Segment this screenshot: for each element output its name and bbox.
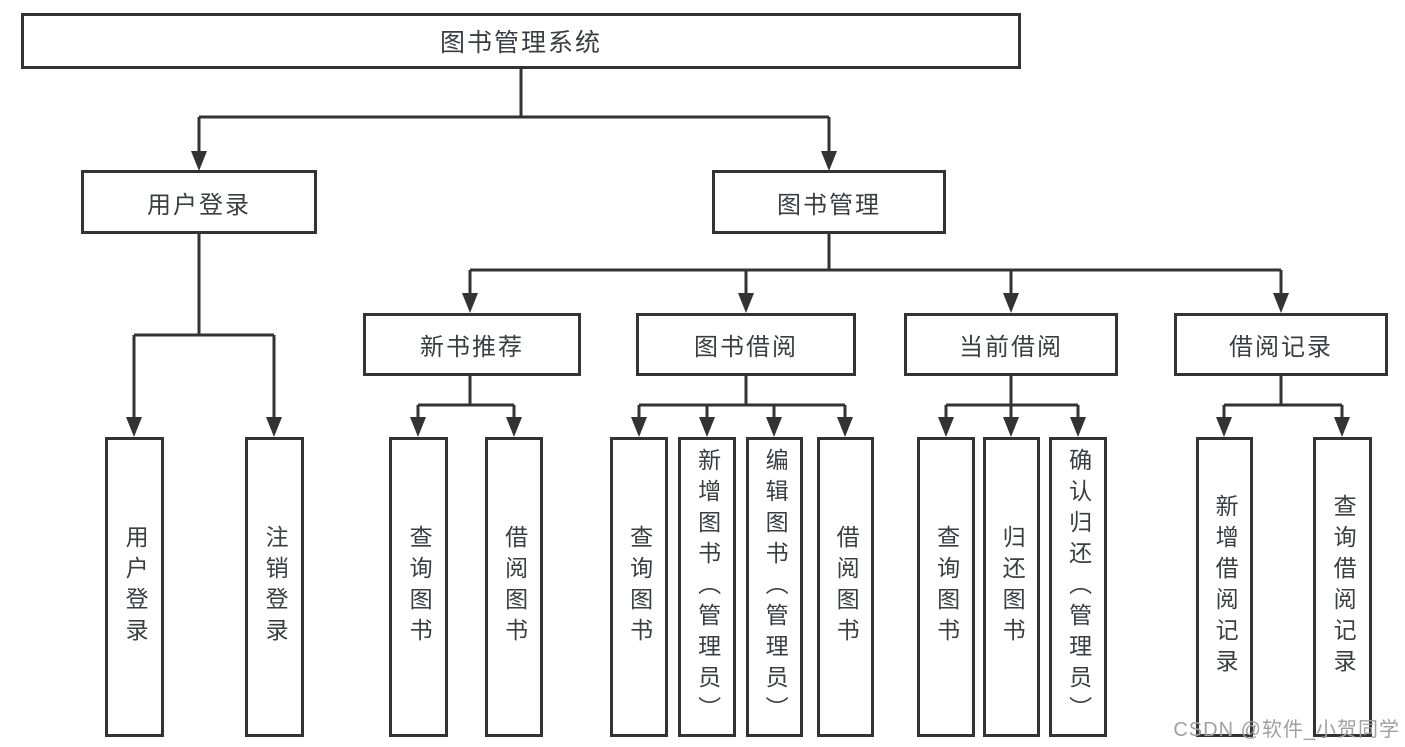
node-current-borrow: 当前借阅 [904, 313, 1118, 376]
node-label: 新增图书（管理员） [694, 447, 721, 727]
node-label: 图书管理系统 [439, 29, 602, 57]
node-label: 查询图书 [406, 525, 433, 649]
node-label: 查询借阅记录 [1330, 494, 1357, 680]
leaf-confirm-return-admin: 确认归还（管理员） [1049, 437, 1107, 737]
node-label: 查询图书 [626, 525, 653, 649]
node-label: 图书管理 [777, 191, 881, 219]
leaf-edit-book-admin: 编辑图书（管理员） [746, 437, 803, 737]
leaf-user-login: 用户登录 [105, 437, 164, 737]
node-label: 用户登录 [147, 191, 251, 219]
node-label: 借阅图书 [833, 525, 860, 649]
leaf-return-book: 归还图书 [983, 437, 1040, 737]
node-new-book-recommend: 新书推荐 [363, 313, 581, 376]
leaf-logout: 注销登录 [245, 437, 304, 737]
leaf-add-borrow-record: 新增借阅记录 [1196, 437, 1253, 737]
csdn-watermark: CSDN @软件_小贺同学 [1173, 719, 1400, 741]
leaf-query-book-1: 查询图书 [389, 437, 448, 737]
node-label: 用户登录 [122, 525, 149, 649]
node-label: 确认归还（管理员） [1065, 447, 1092, 727]
node-label: 注销登录 [262, 525, 289, 649]
node-label: 新增借阅记录 [1212, 494, 1239, 680]
leaf-borrow-book-2: 借阅图书 [817, 437, 874, 737]
node-label: 借阅图书 [501, 525, 528, 649]
leaf-query-book-2: 查询图书 [610, 437, 668, 737]
node-user-login: 用户登录 [81, 170, 317, 234]
node-borrow-records: 借阅记录 [1174, 313, 1388, 376]
leaf-borrow-book-1: 借阅图书 [485, 437, 543, 737]
leaf-query-book-3: 查询图书 [917, 437, 975, 737]
node-book-borrow: 图书借阅 [636, 313, 856, 376]
node-label: 编辑图书（管理员） [762, 447, 789, 727]
arrowheads [126, 151, 1350, 437]
node-label: 当前借阅 [959, 334, 1063, 361]
node-root-system: 图书管理系统 [21, 13, 1021, 69]
node-book-management: 图书管理 [712, 170, 946, 234]
connector-lines [132, 69, 1344, 418]
node-label: 图书借阅 [694, 334, 798, 361]
node-label: 借阅记录 [1229, 334, 1333, 361]
leaf-add-book-admin: 新增图书（管理员） [678, 437, 736, 737]
node-label: 查询图书 [933, 525, 960, 649]
node-label: 新书推荐 [420, 334, 524, 361]
node-label: 归还图书 [999, 525, 1026, 649]
leaf-query-borrow-record: 查询借阅记录 [1313, 437, 1372, 737]
